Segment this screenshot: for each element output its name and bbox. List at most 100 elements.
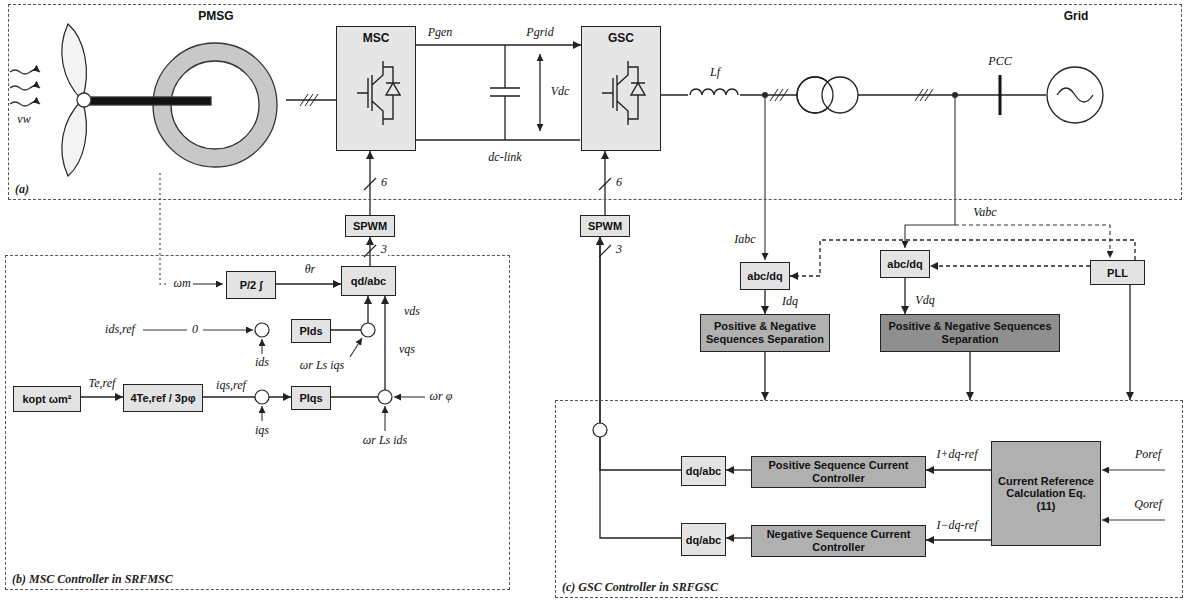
- signal-label: Pgrid: [525, 26, 554, 39]
- pcc-bar: [999, 75, 1002, 115]
- transform-box: dq/abc: [681, 456, 726, 486]
- current-controller: Negative Sequence Current Controller: [751, 525, 926, 557]
- grid-source: Grid: [1046, 9, 1106, 127]
- signal-connector: [286, 99, 336, 100]
- filter-inductor: [690, 89, 738, 95]
- integrator-box: P/2 ∫: [226, 271, 276, 299]
- node-text: Positive & Negative Sequences Separation: [705, 320, 825, 345]
- signal-connector: [203, 396, 291, 397]
- measurement-wires: [955, 225, 1110, 258]
- transformer: [797, 77, 833, 113]
- signal-label: Pgen: [427, 26, 454, 39]
- pwm-box: SPWM: [345, 215, 395, 237]
- signal-label: ωr φ: [429, 390, 454, 403]
- signal-connector: [764, 290, 765, 314]
- transformer: [797, 77, 858, 113]
- system-region: (a)PMSGMSCGSCGrid: [8, 4, 1182, 200]
- controller-region: (c) GSC Controller in SRFGSCdq/abcPositi…: [555, 400, 1183, 598]
- igbt-symbol: [602, 61, 645, 125]
- summing-junction: [255, 323, 269, 337]
- filter-inductor: [688, 84, 740, 96]
- separation-box: Positive & Negative Sequences Separation: [700, 314, 830, 352]
- msc-signal-wires: [1102, 469, 1165, 470]
- msc-signal-wires: [193, 283, 223, 284]
- signal-connector: [416, 44, 581, 45]
- node-text: qd/abc: [351, 275, 386, 287]
- signal-connector: [969, 352, 970, 400]
- dc-link: [415, 139, 580, 140]
- signal-connector: [930, 265, 1090, 266]
- gain-box: kopt ωm²: [13, 386, 81, 412]
- signal-label: ids,ref: [104, 323, 136, 336]
- node-text: abc/dq: [747, 270, 782, 282]
- transform-box: abc/dq: [880, 250, 930, 278]
- node-text: PMSG: [198, 9, 233, 23]
- turbine-blades: [62, 100, 87, 176]
- signal-label: Vdq: [914, 294, 935, 307]
- dc-link: [415, 45, 580, 140]
- node-text: Current Reference Calculation Eq. (11): [996, 475, 1096, 513]
- wind-arrows: [10, 102, 40, 106]
- pcc-bar: [999, 75, 1002, 115]
- transform-box: abc/dq: [740, 262, 790, 290]
- pi-controller: PIds: [291, 319, 331, 343]
- signal-label: I−dq-ref: [936, 519, 979, 532]
- separation-box: Positive & Negative Sequences Separation: [880, 314, 1060, 352]
- signal-label: Te,ref: [88, 377, 117, 390]
- signal-connector: [926, 539, 991, 540]
- generator: [86, 97, 211, 105]
- three-phase-marks: [770, 89, 788, 101]
- msc-signal-wires: [261, 406, 262, 421]
- generator: [77, 93, 91, 107]
- summing-junction: [593, 423, 607, 437]
- node-text: kopt ωm²: [22, 393, 71, 405]
- measurement-wires: [905, 95, 955, 248]
- measurement-wires: [764, 95, 765, 260]
- turbine-blades: [62, 24, 87, 100]
- node-text: PLL: [1107, 267, 1128, 279]
- signal-label: ωr Ls iqs: [299, 359, 346, 372]
- signal-connector: [926, 469, 991, 470]
- signal-connector: [1129, 285, 1130, 400]
- grid-source: [1057, 88, 1093, 102]
- node-text: abc/dq: [887, 258, 922, 270]
- transform-box: dq/abc: [681, 523, 726, 556]
- msc-signal-wires: [143, 329, 187, 330]
- signal-label: 6: [615, 176, 623, 189]
- grid-source: [1047, 67, 1103, 123]
- reference-calculation: Current Reference Calculation Eq. (11): [991, 441, 1101, 546]
- current-controller: Positive Sequence Current Controller: [751, 456, 926, 488]
- signal-label: Iabc: [733, 233, 756, 246]
- signal-connector: [726, 537, 751, 538]
- node-text: dq/abc: [686, 534, 721, 546]
- signal-label: iqs,ref: [215, 379, 247, 392]
- signal-label: I+dq-ref: [936, 448, 979, 461]
- controller-region: (b) MSC Controller in SRFMSC P/2 ∫ qd/abcP…: [5, 255, 510, 590]
- dc-link: [539, 54, 540, 131]
- igbt-symbol: [357, 61, 400, 125]
- signal-connector: [600, 237, 681, 470]
- three-phase-marks: [300, 94, 318, 106]
- node-text: (b) MSC Controller in SRFMSC: [12, 572, 173, 587]
- grid-source: [1047, 67, 1103, 123]
- msc-signal-wires: [160, 173, 168, 284]
- signal-connector: [726, 469, 751, 470]
- igbt-symbol: [596, 53, 646, 133]
- signal-connector: [790, 240, 1135, 276]
- msc-signal-wires: [1102, 519, 1165, 520]
- wind-arrows: [10, 70, 40, 106]
- pwm-box: SPWM: [580, 215, 630, 237]
- signal-label: 6: [380, 176, 388, 189]
- node-text: dq/abc: [686, 465, 721, 477]
- bus-width-marks: [364, 178, 611, 257]
- pmsg-generator: PMSG: [146, 9, 286, 174]
- signal-label: Vabc: [972, 206, 997, 219]
- signal-label: Qoref: [1133, 498, 1163, 511]
- dc-link: [490, 45, 520, 140]
- node-text: PIds: [299, 325, 322, 337]
- node-text: Positive & Negative Sequences Separation: [885, 320, 1055, 345]
- msc-signal-wires: [394, 396, 425, 397]
- signal-label: Vdc: [550, 85, 571, 98]
- filter-inductor: [688, 84, 740, 96]
- msc-signal-wires: [261, 339, 262, 354]
